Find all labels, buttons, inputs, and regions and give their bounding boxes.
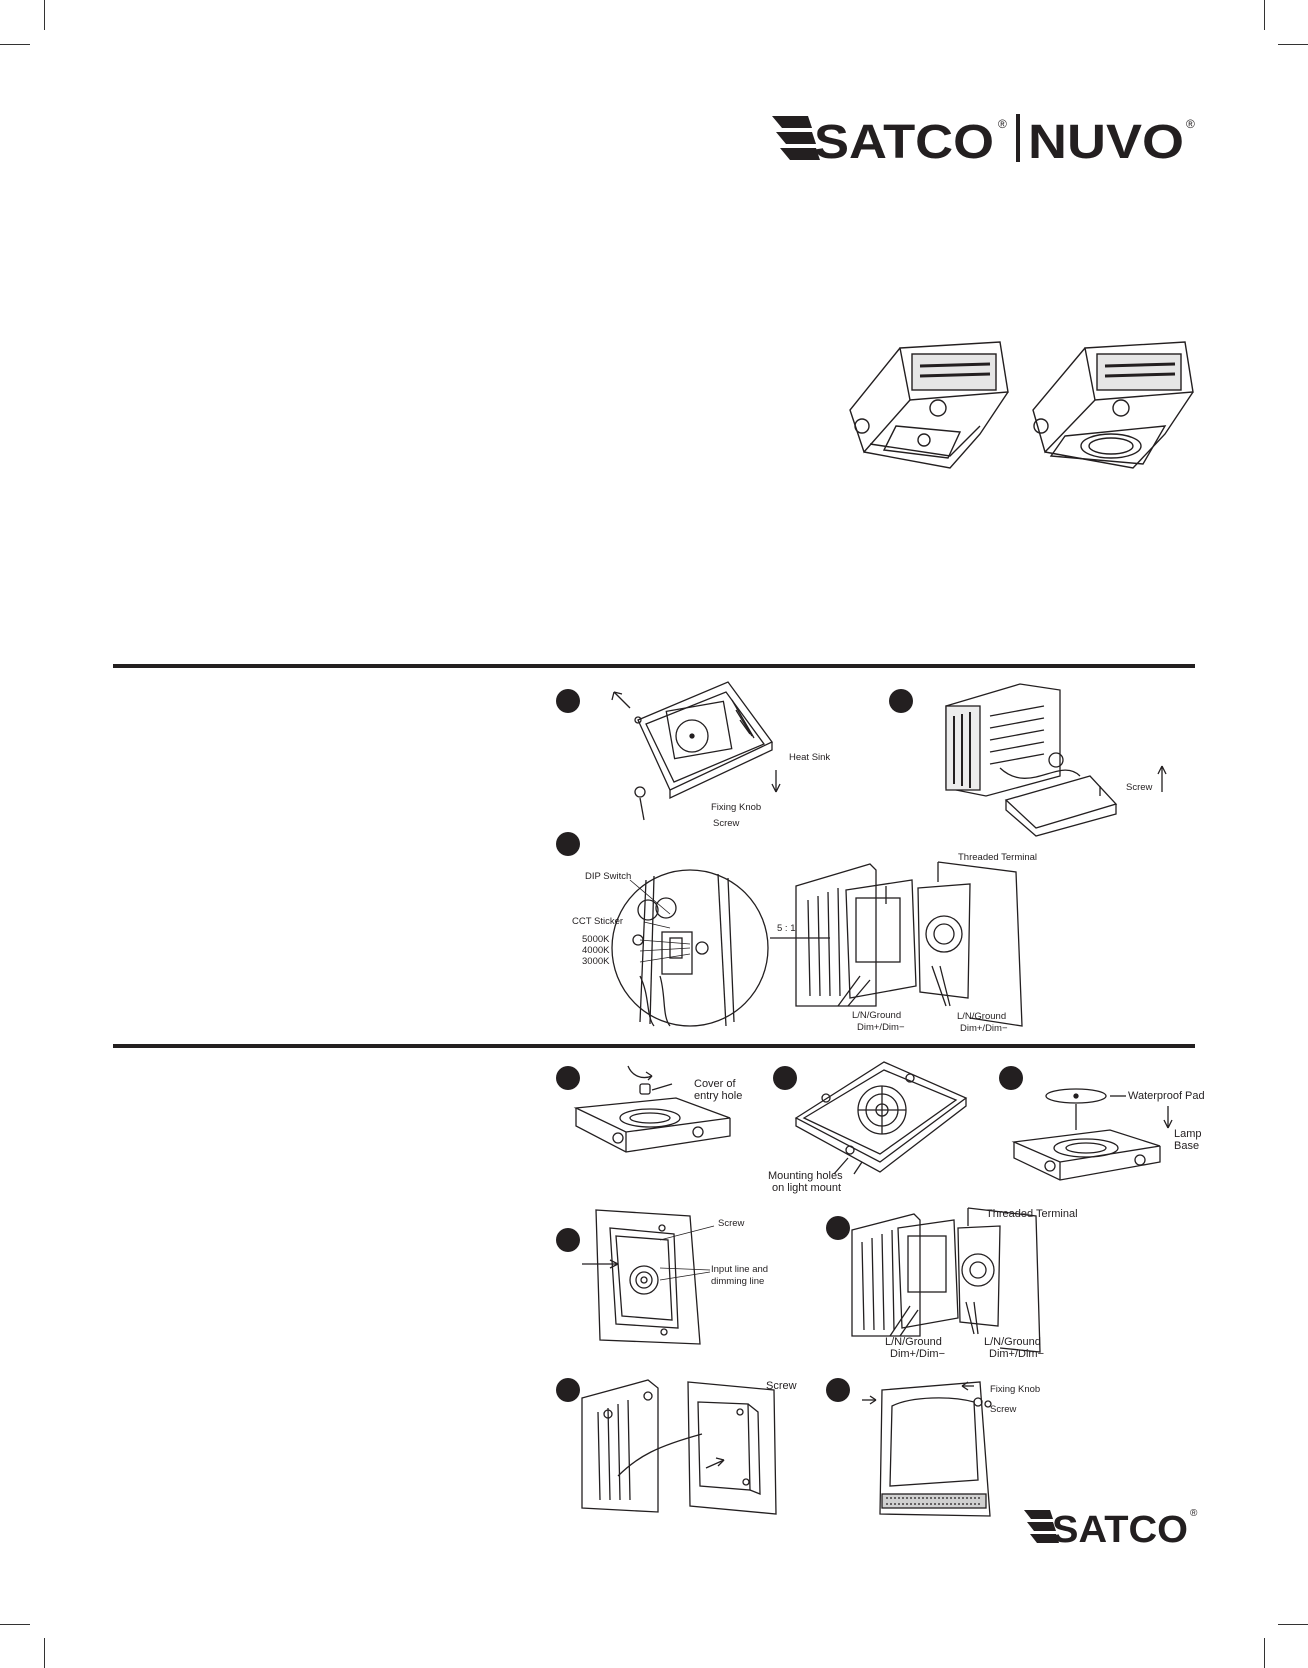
label-threaded-terminal: Threaded Terminal [986, 1208, 1078, 1220]
crop-mark [1264, 1638, 1265, 1668]
crop-mark [44, 1638, 45, 1668]
crop-mark [1278, 1624, 1308, 1625]
label-heat-sink: Heat Sink [789, 752, 831, 763]
crop-mark [44, 0, 45, 30]
step-marker [556, 1228, 580, 1252]
crop-mark [1278, 44, 1308, 45]
label-fixing-knob: Fixing Knob [711, 802, 762, 813]
label-wiring-left-line1: L/N/Ground [885, 1336, 942, 1348]
product-illustration-right [1015, 340, 1205, 475]
crop-mark [0, 1624, 30, 1625]
figure-wiring-open-fixture [770, 856, 1030, 1027]
label-screw: Screw [1126, 782, 1153, 793]
step-marker [826, 1378, 850, 1402]
crop-mark [0, 44, 30, 45]
callout-lines [600, 870, 700, 970]
label-wiring-right-line1: L/N/Ground [984, 1336, 1041, 1348]
step-marker [556, 1066, 580, 1090]
figure-input-lines [582, 1208, 714, 1348]
label-cover-of: Cover of [694, 1078, 736, 1090]
label-waterproof-pad: Waterproof Pad [1128, 1090, 1205, 1102]
label-entry-hole: entry hole [694, 1090, 743, 1102]
label-dip-switch: DIP Switch [585, 871, 632, 882]
step-marker [556, 1378, 580, 1402]
step-marker [889, 689, 913, 713]
label-wiring-left-line2: Dim+/Dim− [890, 1348, 946, 1360]
footer-logo-text: SATCO [1052, 1509, 1188, 1550]
figure-finished-fixture [862, 1376, 1002, 1518]
label-mounting-holes: Mounting holes [768, 1170, 843, 1182]
logo-satco-text: SATCO [814, 116, 994, 168]
label-base: Base [1174, 1140, 1200, 1152]
step-marker [999, 1066, 1023, 1090]
step-marker [773, 1066, 797, 1090]
figure-wiring-terminal [850, 1206, 1050, 1356]
label-cct-sticker: CCT Sticker [572, 916, 624, 927]
label-fixing-knob: Fixing Knob [990, 1384, 1041, 1395]
label-wiring-right-line2: Dim+/Dim− [989, 1348, 1045, 1360]
section-divider [113, 664, 1195, 668]
satco-nuvo-logo: SATCO ® NUVO ® [770, 108, 1200, 169]
label-wiring-left-line2: Dim+/Dim− [857, 1022, 905, 1033]
label-input-line: Input line and [711, 1264, 769, 1275]
label-dimming-line: dimming line [711, 1276, 765, 1287]
label-wiring-left-line1: L/N/Ground [852, 1010, 902, 1021]
figure-heat-sink [600, 680, 781, 840]
label-wiring-right-line2: Dim+/Dim− [960, 1023, 1008, 1034]
crop-mark [1264, 0, 1265, 30]
figure-mounting-holes [790, 1058, 975, 1176]
figure-driver-box [940, 676, 1170, 837]
label-on-light-mount: on light mount [772, 1182, 842, 1194]
step-marker [556, 689, 580, 713]
satco-footer-logo-graphic: SATCO ® [1024, 1508, 1198, 1551]
figure-attach-to-wall [578, 1376, 778, 1516]
label-scale-ratio: 5 : 1 [777, 923, 796, 934]
figure-entry-hole-cover [566, 1056, 751, 1168]
figure-waterproof-pad [1010, 1076, 1180, 1186]
label-lamp: Lamp [1174, 1128, 1202, 1140]
callout-lines [659, 1220, 716, 1290]
label-screw: Screw [766, 1380, 797, 1392]
label-cct-4000k: 4000K [582, 945, 610, 956]
label-screw: Screw [990, 1404, 1017, 1415]
satco-nuvo-logo-graphic: SATCO ® NUVO ® [772, 114, 1195, 169]
label-threaded-terminal: Threaded Terminal [958, 852, 1038, 863]
label-screw: Screw [718, 1218, 745, 1229]
logo-nuvo-text: NUVO [1028, 116, 1184, 168]
label-cct-3000k: 3000K [582, 956, 610, 967]
satco-footer-logo: SATCO ® [1022, 1502, 1202, 1551]
section-divider [113, 1044, 1195, 1048]
label-wiring-right-line1: L/N/Ground [957, 1011, 1007, 1022]
label-cct-5000k: 5000K [582, 934, 610, 945]
label-screw: Screw [713, 818, 740, 829]
step-marker [556, 832, 580, 856]
registered-mark: ® [1190, 1508, 1198, 1519]
registered-mark: ® [1186, 117, 1195, 131]
step-marker [826, 1216, 850, 1240]
product-illustration-left [840, 340, 1020, 475]
registered-mark: ® [998, 117, 1007, 131]
